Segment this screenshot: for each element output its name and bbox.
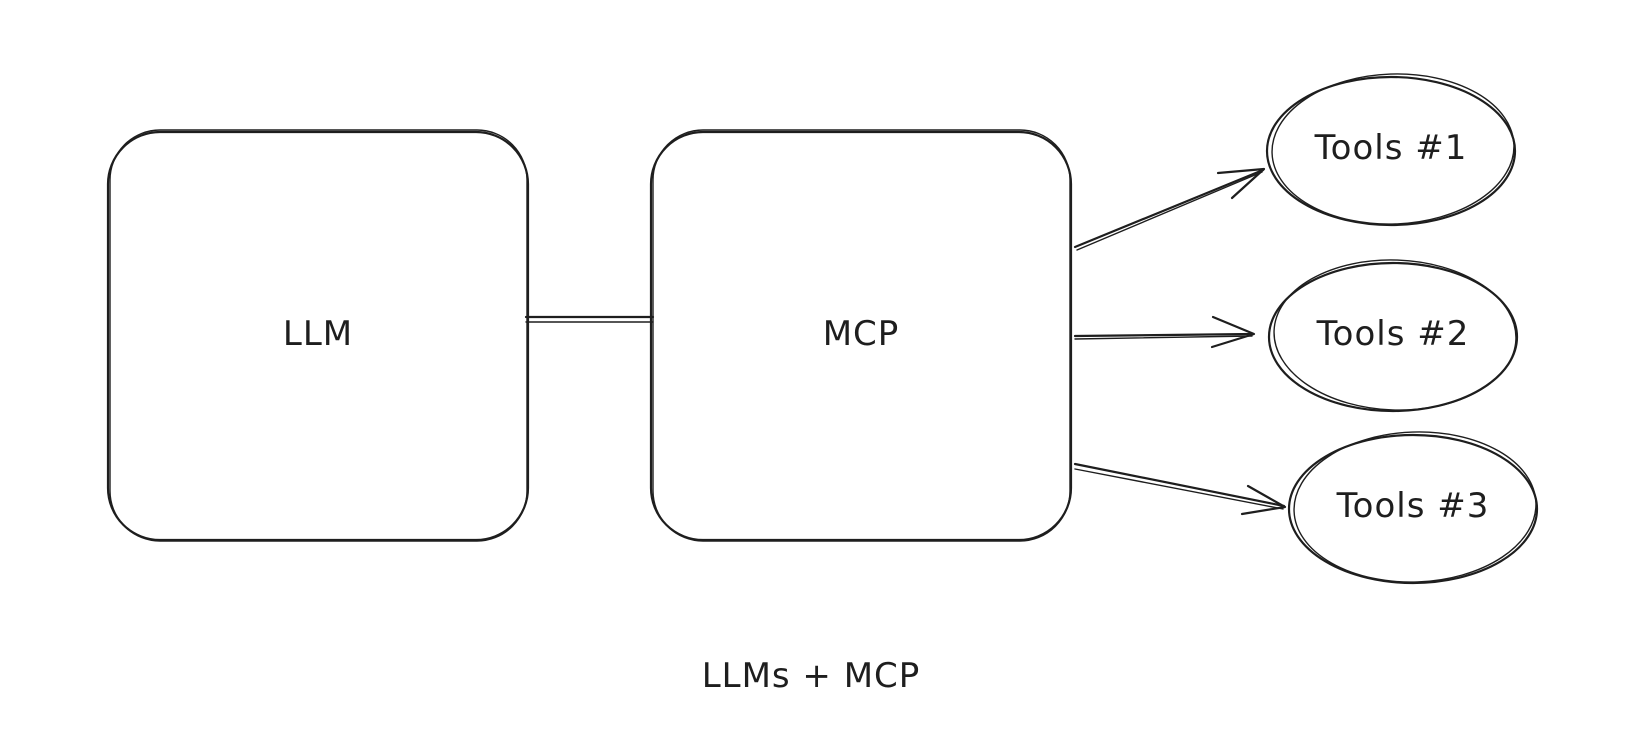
arrow-mcp-tools2	[1073, 315, 1256, 349]
mcp-node[interactable]: MCP	[649, 129, 1073, 542]
tools1-label: Tools #1	[1314, 128, 1468, 168]
llm-label: LLM	[283, 314, 353, 354]
tools1-node[interactable]: Tools #1	[1265, 70, 1517, 228]
tools2-label: Tools #2	[1316, 314, 1470, 354]
diagram-caption: LLMs + MCP	[702, 656, 921, 696]
mcp-label: MCP	[823, 314, 900, 354]
tools3-node[interactable]: Tools #3	[1287, 428, 1539, 586]
tools2-node[interactable]: Tools #2	[1267, 256, 1519, 414]
llm-node[interactable]: LLM	[106, 129, 530, 542]
llm-mcp-connector	[524, 315, 655, 323]
tools3-label: Tools #3	[1336, 486, 1490, 526]
arrow-mcp-tools1	[1073, 167, 1266, 251]
arrow-mcp-tools3	[1073, 462, 1287, 516]
